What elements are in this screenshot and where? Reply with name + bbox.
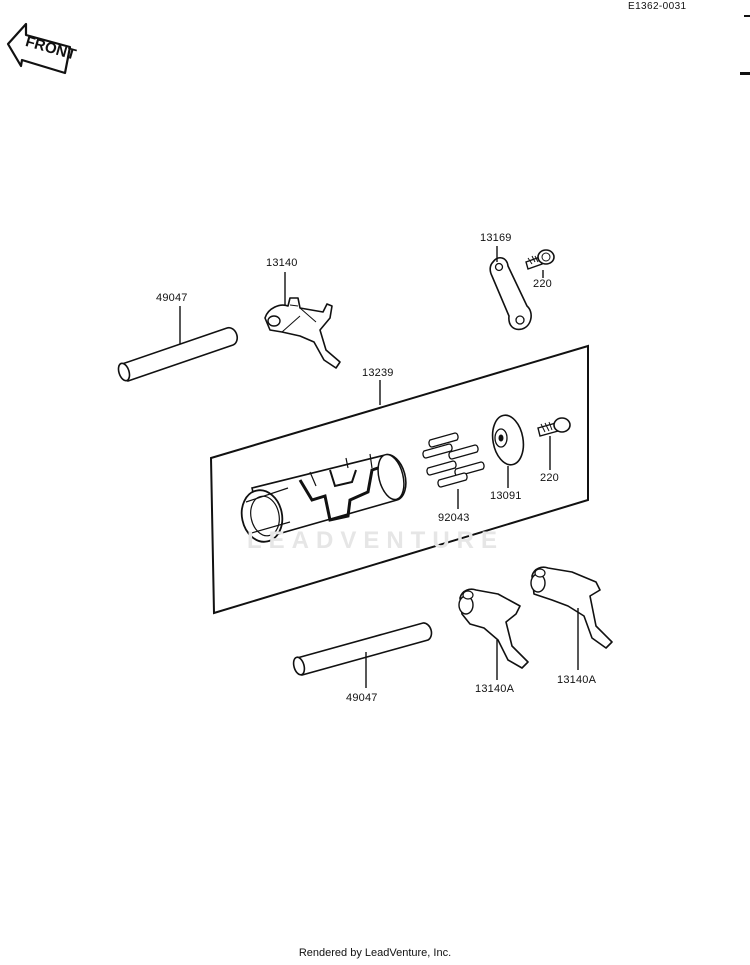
shaft-upper xyxy=(117,326,238,383)
assembly-frame xyxy=(209,344,589,615)
footer-credit: Rendered by LeadVenture, Inc. xyxy=(298,947,452,959)
shaft-lower xyxy=(292,622,433,676)
document-code: E1362-0031 xyxy=(628,1,687,12)
label-bolt-lower: 220 xyxy=(540,472,559,484)
label-fork-upper: 13140 xyxy=(266,257,298,269)
front-arrow-icon: FRONT xyxy=(6,22,78,75)
pins-92043 xyxy=(422,432,485,488)
label-drum-assembly: 13239 xyxy=(362,367,394,379)
leader-lines xyxy=(179,246,579,688)
watermark: LEADVENTURE xyxy=(247,527,505,554)
label-cam: 13091 xyxy=(490,490,522,502)
label-shaft-lower: 49047 xyxy=(346,692,378,704)
edge-mark xyxy=(740,72,750,75)
shift-drum xyxy=(240,453,407,543)
label-fork-lower-right: 13140A xyxy=(557,674,597,686)
label-shaft-upper: 49047 xyxy=(156,292,188,304)
label-bolt-upper: 220 xyxy=(533,278,552,290)
fork-upper xyxy=(264,297,341,369)
plate-13169 xyxy=(489,257,532,331)
bolt-upper xyxy=(525,249,555,270)
fork-lower-right xyxy=(530,566,613,649)
fork-lower-left xyxy=(458,588,529,669)
cam-13091 xyxy=(491,414,525,466)
bolt-lower xyxy=(537,417,571,437)
label-plate: 13169 xyxy=(480,232,512,244)
label-pins: 92043 xyxy=(438,512,470,524)
label-fork-lower-left: 13140A xyxy=(475,683,515,695)
edge-mark xyxy=(744,15,750,17)
